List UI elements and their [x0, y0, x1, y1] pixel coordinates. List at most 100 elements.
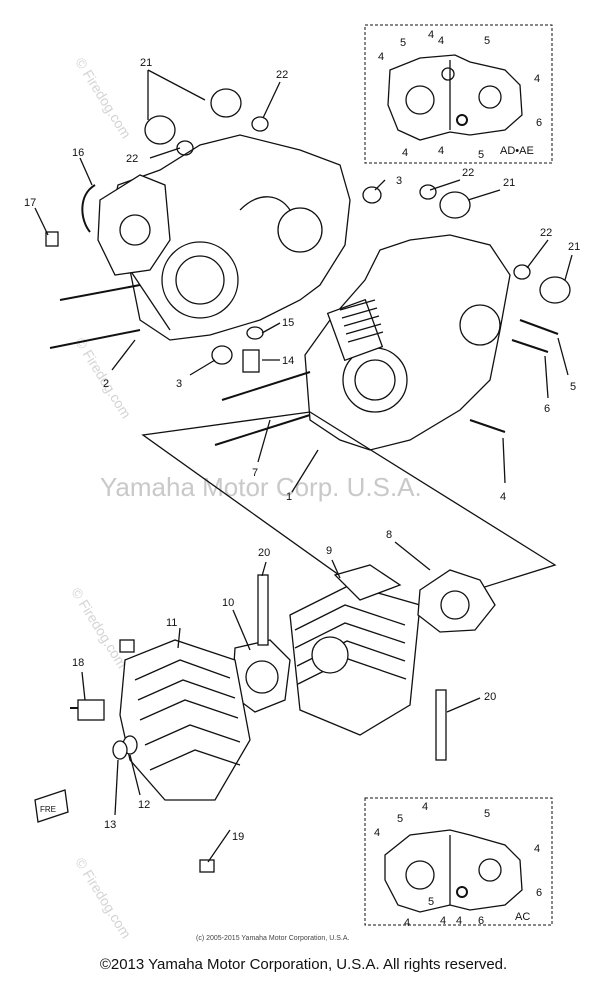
callout-3-bottom: 3: [176, 378, 182, 390]
callout-21-right: 21: [503, 177, 515, 189]
dowel-3-bottom: [211, 345, 233, 365]
crankcase-right-reed: [326, 298, 384, 362]
crankcase-left-crank-bore-inner: [175, 255, 225, 305]
stud-left-2: [49, 329, 141, 349]
inset-top-callout-j: 4: [438, 35, 444, 47]
inset-bottom-callout-i: 4: [440, 915, 446, 927]
front-marker-text: FRE: [40, 805, 56, 814]
callout-14: 14: [282, 355, 294, 367]
bolt-5: [519, 319, 559, 335]
leader-3-top: [374, 179, 386, 191]
studs-left: [49, 284, 141, 349]
gasket-10-hole: [245, 660, 279, 694]
inset-bottom-case: [384, 829, 523, 913]
crankcase-left-crank-bore: [161, 241, 239, 319]
footer-copyright: ©2013 Yamaha Motor Corporation, U.S.A. A…: [99, 956, 508, 973]
side-cover-body: [97, 174, 171, 276]
leader-16: [79, 157, 93, 186]
inset-top-callout-e: 4: [534, 73, 540, 85]
leader-21-top-left: [147, 69, 206, 120]
inset-top-bore-left: [405, 85, 435, 115]
washer-15: [246, 326, 264, 340]
inset-top-callout-b: 4: [378, 51, 384, 63]
inset-top-callout-i: 5: [478, 149, 484, 161]
leader-3-bottom: [189, 359, 216, 376]
stud-7-a: [221, 371, 311, 401]
stud-7-b: [214, 414, 311, 446]
cylinder-top: [333, 564, 402, 601]
crankcase-right-crank-bore-inner: [354, 359, 396, 401]
leader-1: [291, 449, 319, 493]
callout-7: 7: [252, 467, 258, 479]
leader-10: [232, 609, 251, 651]
gasket-8-hole: [440, 590, 470, 620]
cylinder: [289, 564, 421, 736]
callout-18: 18: [72, 657, 84, 669]
inset-bottom-callout-g: 6: [536, 887, 542, 899]
side-cover: [97, 174, 171, 276]
seal-22-b: [251, 116, 269, 132]
credits-small: (c) 2005-2015 Yamaha Motor Corporation, …: [196, 935, 349, 942]
inset-bottom-boss: [456, 886, 468, 898]
inset-top-hole: [441, 67, 455, 81]
inset-top: AD•AE 5 4 5 4 4 6 4 4 5 4: [364, 24, 553, 164]
leader-9: [331, 559, 341, 579]
front-marker: FRE: [34, 789, 69, 823]
spring-14: [242, 326, 264, 373]
crankcase-left: [109, 134, 351, 341]
watermark-side-4: © Firedog.com: [72, 855, 134, 942]
leader-20-a: [261, 561, 267, 577]
dowel-3-top: [362, 186, 382, 204]
seal-22-d: [513, 264, 531, 280]
leader-2: [111, 339, 136, 371]
watermark-side-text-4: © Firedog.com: [72, 855, 134, 942]
leader-22-far-right: [526, 239, 549, 269]
leader-13: [114, 759, 119, 816]
inset-bottom-callout-h: 4: [456, 915, 462, 927]
leader-lines: [34, 69, 573, 863]
leader-8: [394, 541, 431, 571]
leader-20-b: [446, 697, 481, 713]
inset-top-bore-right: [478, 85, 502, 109]
inset-bottom-callout-d: 5: [484, 808, 490, 820]
callout-3-top: 3: [396, 175, 402, 187]
inset-bottom-tag: AC: [515, 911, 530, 923]
callout-15: 15: [282, 317, 294, 329]
leader-19: [207, 829, 231, 863]
inset-top-callout-g: 4: [402, 147, 408, 159]
inset-bottom-callout-f: 4: [404, 917, 410, 929]
callout-19: 19: [232, 831, 244, 843]
callout-4: 4: [500, 491, 506, 503]
bolts-right: [469, 319, 559, 433]
inset-top-callout-h: 4: [438, 145, 444, 157]
leader-17: [34, 207, 49, 236]
callout-10: 10: [222, 597, 234, 609]
inset-bottom-callout-j: 6: [478, 915, 484, 927]
callout-13: 13: [104, 819, 116, 831]
inset-top-case: [387, 54, 523, 141]
cylinder-head: [119, 639, 251, 801]
leader-6: [544, 355, 549, 399]
cylinder-bore: [311, 636, 349, 674]
inset-bottom-bore-left: [405, 860, 435, 890]
inset-bottom-bore-right: [478, 858, 502, 882]
crankcase-right: [304, 234, 511, 451]
watermark-side-text-1: © Firedog.com: [72, 55, 134, 142]
leader-7: [257, 419, 271, 463]
crankcase-left-bearing-seat: [277, 207, 323, 253]
callout-8: 8: [386, 529, 392, 541]
callout-12: 12: [138, 799, 150, 811]
cylinder-head-fins: [134, 659, 241, 771]
nut-19: [199, 859, 215, 873]
leader-21-far-right: [564, 254, 573, 281]
inset-top-frame: [364, 24, 553, 164]
inset-top-callout-d: 4: [428, 29, 434, 41]
crankcase-right-bearing-seat: [459, 304, 501, 346]
cylinder-head-body: [119, 639, 251, 801]
leader-22-right: [429, 179, 461, 191]
screw-17-body: [45, 231, 59, 247]
washer-13: [112, 740, 128, 760]
crankcase-left-rib: [239, 196, 291, 211]
callout-1: 1: [286, 491, 292, 503]
callout-16: 16: [72, 147, 84, 159]
